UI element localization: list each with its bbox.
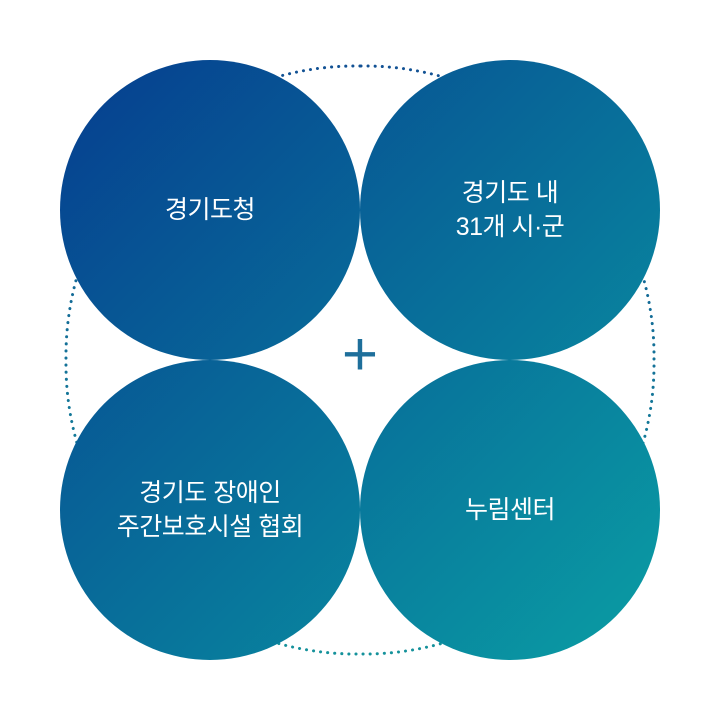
plus-icon: + [342, 320, 378, 389]
circle-gyeonggi-province-office [60, 60, 360, 360]
label-line: 경기도 내 [461, 179, 559, 207]
label-line: 경기도 장애인 [139, 479, 281, 507]
circle-31-cities-counties [360, 60, 660, 360]
label-31-cities-counties: 경기도 내 31개 시·군 [360, 60, 660, 360]
label-nurim-center: 누림센터 [360, 360, 660, 660]
circle-day-care-facility-association [60, 360, 360, 660]
label-line: 누림센터 [464, 496, 556, 524]
label-gyeonggi-province-office: 경기도청 [60, 60, 360, 360]
label-line: 31개 시·군 [455, 213, 565, 241]
label-day-care-facility-association: 경기도 장애인 주간보호시설 협회 [60, 360, 360, 660]
label-line: 주간보호시설 협회 [116, 513, 304, 541]
label-line: 경기도청 [164, 196, 256, 224]
circle-nurim-center [360, 360, 660, 660]
